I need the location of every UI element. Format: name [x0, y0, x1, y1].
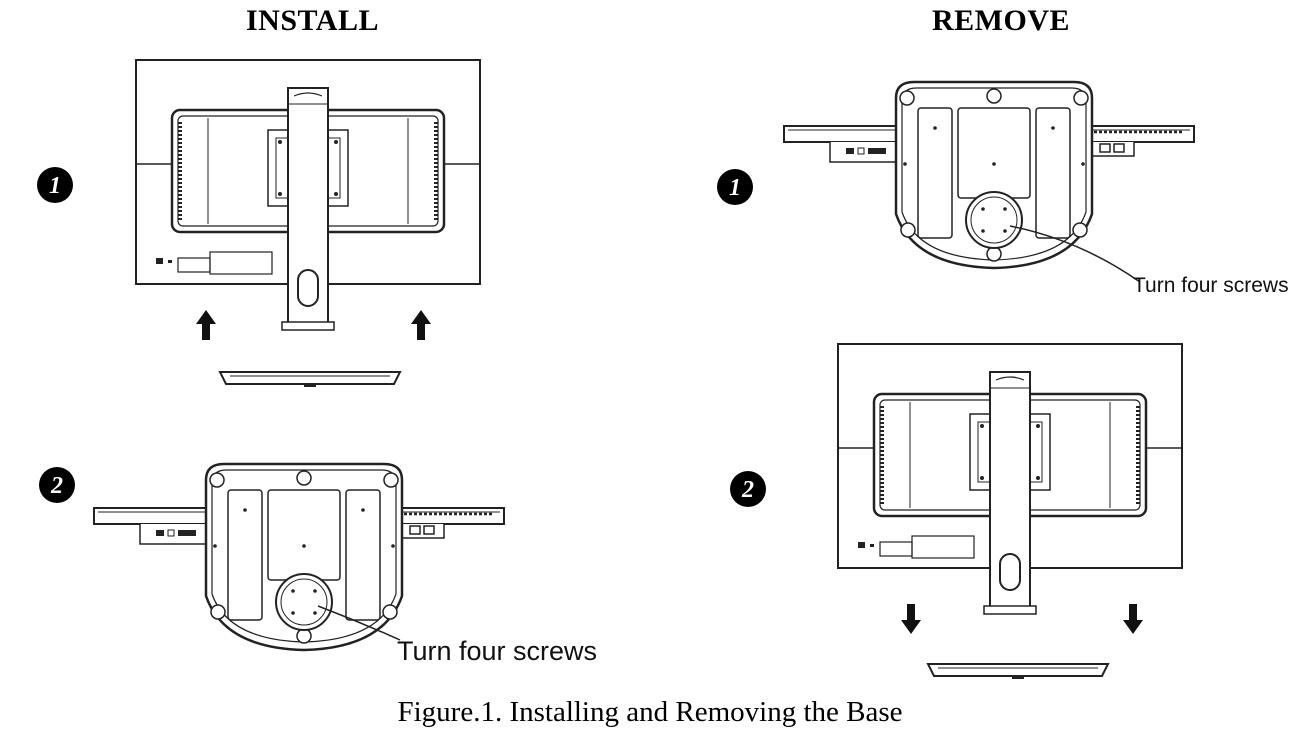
install-arrow-left — [196, 310, 216, 340]
remove-step-2-number: 2 — [741, 477, 754, 503]
install-callout-label: Turn four screws — [397, 636, 598, 666]
remove-callout-label: Turn four screws — [1133, 274, 1289, 297]
remove-arrow-right — [1123, 604, 1143, 634]
remove-step-1-marker: 1 — [716, 168, 754, 206]
remove-step-2-marker: 2 — [729, 470, 767, 508]
install-step-1-marker: 1 — [36, 166, 74, 204]
install-monitor-rear — [134, 58, 482, 332]
remove-arrow-left — [901, 604, 921, 634]
remove-base-flat — [927, 663, 1109, 680]
remove-callout-leader — [1009, 225, 1141, 283]
install-step-1-number: 1 — [49, 173, 61, 199]
install-heading: INSTALL — [246, 4, 379, 37]
remove-monitor-top-view — [782, 80, 1196, 270]
remove-monitor-rear — [836, 342, 1184, 616]
install-step-2-marker: 2 — [38, 466, 76, 504]
figure-caption: Figure.1. Installing and Removing the Ba… — [397, 696, 903, 728]
install-callout-leader — [317, 605, 401, 641]
install-monitor-top-view — [92, 462, 506, 652]
install-step-2-number: 2 — [50, 473, 63, 499]
install-arrow-right — [411, 310, 431, 340]
remove-step-1-number: 1 — [729, 175, 741, 201]
remove-heading: REMOVE — [932, 4, 1070, 37]
install-base-flat — [219, 371, 401, 388]
